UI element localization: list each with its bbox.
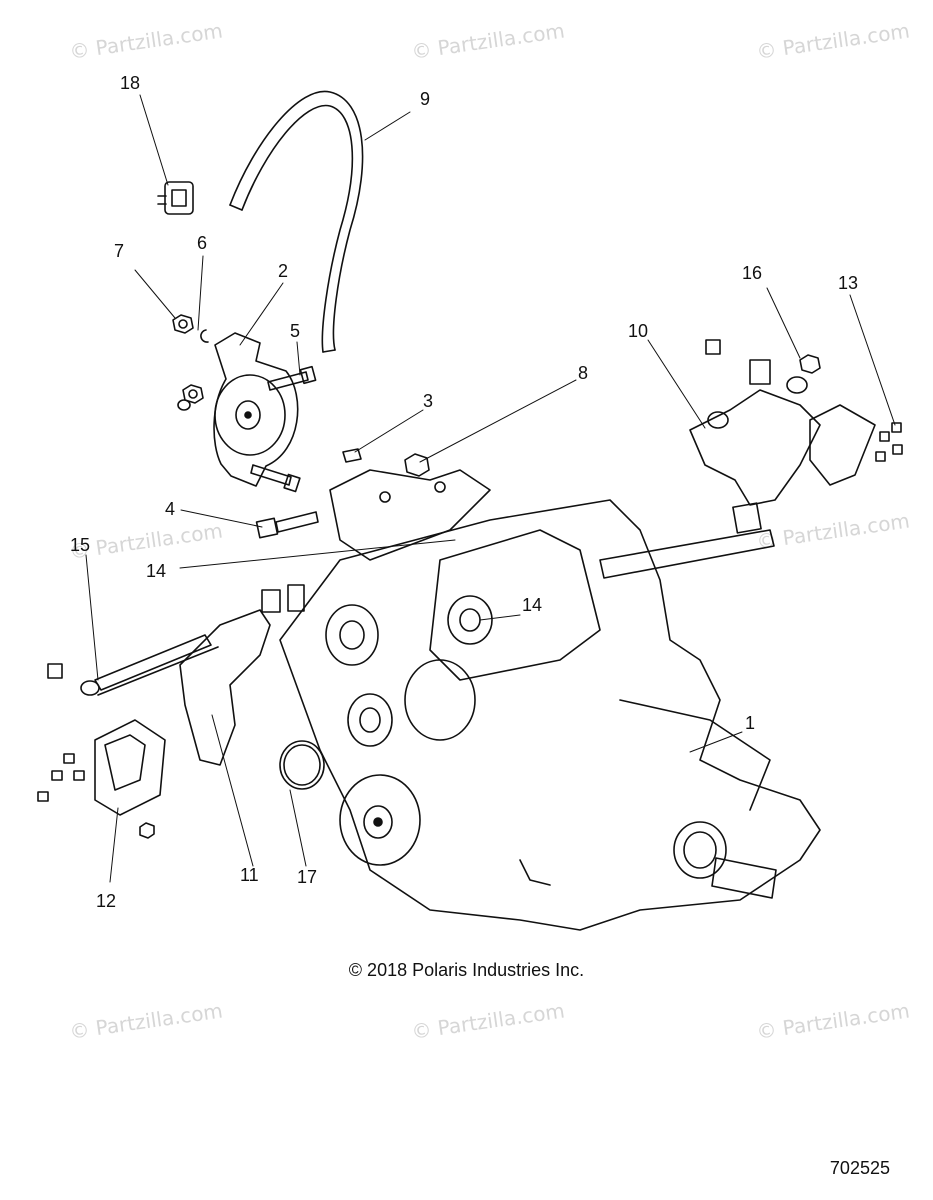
callout-12: 12 [96,891,117,911]
actuator-lower-bolt [250,464,301,493]
part-8-nut [404,453,430,477]
actuator-nut [177,384,204,411]
part-14-bracket [329,469,491,561]
callout-4: 4 [165,499,176,519]
callout-1: 1 [745,713,756,733]
callout-11: 11 [240,865,259,885]
part-11-mount-arm [179,584,305,766]
part-4-bolt [255,511,319,539]
part-9-hose [229,90,364,353]
callout-10: 10 [628,321,649,341]
callout-17: 17 [297,867,318,887]
part-13-bracket [809,404,903,486]
callout-3: 3 [423,391,434,411]
callout-8: 8 [578,363,589,383]
part-17-o-ring [279,740,325,790]
part-18-connector [157,181,194,215]
part-3-clip [342,448,362,463]
callout-2: 2 [278,261,289,281]
leader-lines [85,94,896,883]
part-1-transmission-housing [279,499,821,931]
callout-18: 18 [120,73,141,93]
part-12-mount [37,719,166,839]
callout-14: 14 [522,595,543,615]
callout-16: 16 [742,263,763,283]
callout-15: 15 [70,535,91,555]
callout-14: 14 [146,561,167,581]
part-5-bolt [267,365,317,391]
callout-9: 9 [420,89,431,109]
part-7-nut [172,314,194,334]
document-number: 702525 [829,1158,890,1178]
callout-7: 7 [114,241,125,261]
callout-6: 6 [197,233,208,253]
part-2-actuator [213,332,299,487]
part-10-right-mount [689,339,821,506]
part-15-long-bolt [47,634,219,696]
part-6-clip [200,329,209,343]
part-16-nut [786,354,821,394]
callout-13: 13 [838,273,859,293]
part-17-o-ring-inner [283,744,321,786]
copyright-notice: © 2018 Polaris Industries Inc. [348,960,585,980]
callout-5: 5 [290,321,301,341]
